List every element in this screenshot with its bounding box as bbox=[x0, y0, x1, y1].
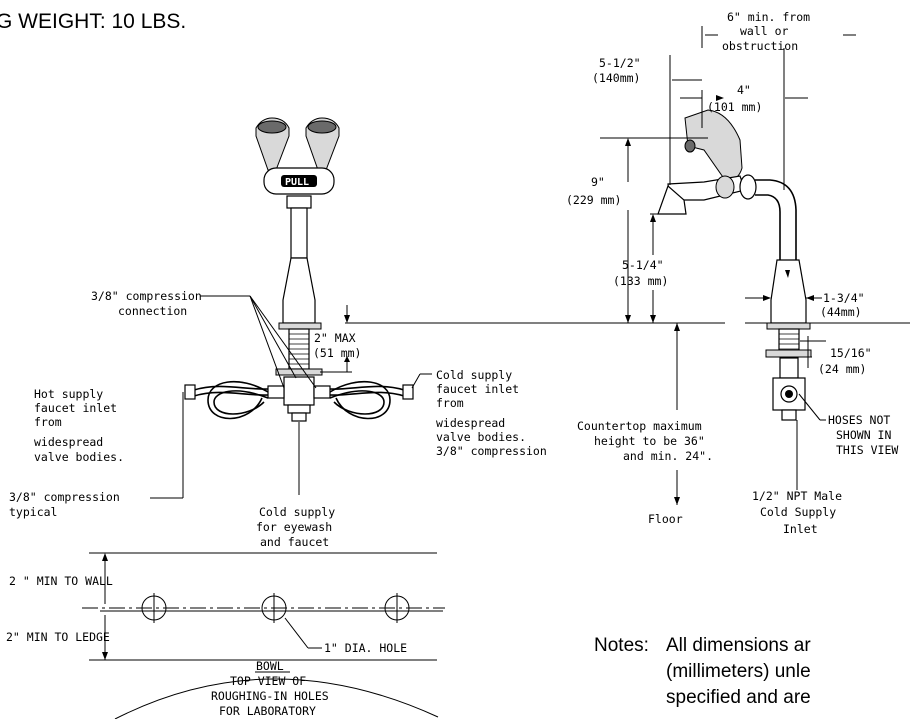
floor-label: Floor bbox=[648, 512, 683, 526]
hole-label: 1" DIA. HOLE bbox=[324, 641, 407, 655]
cold-eyewash-line-3: and faucet bbox=[260, 535, 329, 549]
cold-supply-faucet-line-6: 3/8" compression bbox=[436, 444, 547, 458]
compression-connection-label-2: connection bbox=[118, 304, 187, 318]
min-wall-label: 2 " MIN TO WALL bbox=[9, 574, 113, 588]
wall-dim-line-1: 6" min. from bbox=[727, 10, 810, 24]
hot-supply-line-2: faucet inlet bbox=[34, 401, 117, 415]
cold-eyewash-line-1: Cold supply bbox=[259, 505, 335, 519]
notes-line-1: All dimensions ar bbox=[666, 635, 811, 656]
depth-dim-line-2: (101 mm) bbox=[707, 100, 762, 114]
wall-dim-line-3: obstruction bbox=[722, 39, 798, 53]
side-view bbox=[600, 26, 856, 505]
cold-supply-faucet-line-3: from bbox=[436, 396, 464, 410]
side-spout bbox=[657, 184, 687, 215]
side-view-labels: 6" min. from wall or obstruction 5-1/2" … bbox=[566, 10, 898, 536]
hot-supply-hose bbox=[193, 385, 269, 391]
compression-typical-line-2: typical bbox=[9, 505, 57, 519]
spout-dim-line-2: (133 mm) bbox=[613, 274, 668, 288]
front-view-labels: 3/8" compression connection 2" MAX (51 m… bbox=[9, 289, 547, 549]
gooseneck-outer bbox=[755, 179, 797, 260]
countertop-line-1: Countertop maximum bbox=[577, 419, 702, 433]
cold-supply-faucet-line-2: faucet inlet bbox=[436, 382, 519, 396]
hoses-note-line-1: HOSES NOT bbox=[828, 413, 890, 427]
bowl-arc bbox=[114, 678, 439, 719]
height-dim-line-2: (229 mm) bbox=[566, 193, 621, 207]
cold-supply-faucet-line-1: Cold supply bbox=[436, 368, 512, 382]
front-view-eyewash: PULL bbox=[150, 117, 432, 499]
countertop-line-2: height to be 36" bbox=[594, 434, 705, 448]
eyewash-stem bbox=[290, 207, 308, 259]
min-ledge-label: 2" MIN TO LEDGE bbox=[6, 630, 110, 644]
top-view-caption-2: ROUGHING-IN HOLES bbox=[211, 689, 329, 703]
npt-inlet-line-1: 1/2" NPT Male bbox=[752, 489, 842, 503]
notes-line-3: specified and are bbox=[666, 687, 811, 708]
shank-dim-line-2: (24 mm) bbox=[818, 362, 866, 376]
notes-label: Notes: bbox=[594, 635, 649, 656]
faucet-body bbox=[282, 257, 316, 324]
top-view bbox=[82, 552, 445, 719]
side-faucet-base bbox=[770, 259, 807, 324]
cold-supply-hose bbox=[329, 385, 405, 391]
hot-supply-line-4: widespread bbox=[34, 435, 103, 449]
shank-dim-line-1: 15/16" bbox=[830, 346, 872, 360]
hot-supply-line-5: valve bodies. bbox=[34, 450, 124, 464]
cold-supply-faucet-line-4: widespread bbox=[436, 416, 505, 430]
reach-dim-line-2: (140mm) bbox=[592, 71, 640, 85]
hose-loop-right bbox=[329, 380, 391, 420]
pull-label: PULL bbox=[285, 177, 309, 188]
tee-fitting bbox=[283, 376, 315, 406]
top-view-caption-3: FOR LABORATORY bbox=[219, 704, 316, 718]
npt-inlet-line-3: Inlet bbox=[783, 522, 818, 536]
top-view-caption-1: TOP VIEW OF bbox=[230, 674, 306, 688]
compression-connection-label-1: 3/8" compression bbox=[91, 289, 202, 303]
base-dim-line-1: 1-3/4" bbox=[823, 291, 865, 305]
cold-eyewash-line-2: for eyewash bbox=[256, 520, 332, 534]
hose-loop-left bbox=[207, 380, 269, 420]
notes-line-2: (millimeters) unle bbox=[666, 661, 811, 682]
notes: Notes: All dimensions ar (millimeters) u… bbox=[594, 635, 811, 708]
depth-dim-line-1: 4" bbox=[737, 83, 751, 97]
compression-typical-line-1: 3/8" compression bbox=[9, 490, 120, 504]
reach-dim-line-1: 5-1/2" bbox=[599, 56, 641, 70]
hot-supply-line-3: from bbox=[34, 415, 62, 429]
cold-supply-faucet-line-5: valve bodies. bbox=[436, 430, 526, 444]
base-dim-line-2: (44mm) bbox=[820, 305, 862, 319]
countertop-line-3: and min. 24". bbox=[623, 449, 713, 463]
height-dim-line-1: 9" bbox=[591, 175, 605, 189]
max-thickness-label-1: 2" MAX bbox=[314, 331, 356, 345]
wall-dim-line-2: wall or bbox=[740, 24, 789, 38]
weight-text: G WEIGHT: 10 LBS. bbox=[0, 10, 186, 33]
spout-dim-line-1: 5-1/4" bbox=[622, 258, 664, 272]
bowl-label: BOWL bbox=[256, 659, 284, 673]
top-view-labels: 2 " MIN TO WALL 2" MIN TO LEDGE 1" DIA. … bbox=[6, 574, 407, 718]
hoses-note-line-2: SHOWN IN bbox=[836, 428, 891, 442]
hot-supply-line-1: Hot supply bbox=[34, 387, 103, 401]
max-thickness-label-2: (51 mm) bbox=[313, 346, 361, 360]
npt-inlet-line-2: Cold Supply bbox=[760, 505, 836, 519]
hoses-note-line-3: THIS VIEW bbox=[836, 443, 898, 457]
